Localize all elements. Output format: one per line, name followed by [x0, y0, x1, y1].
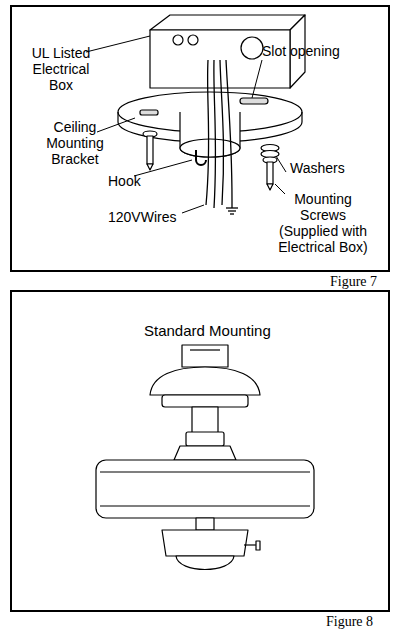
figure-caption: Figure 8 [326, 614, 373, 630]
figure-panel: Standard Mounting [10, 290, 390, 612]
part-label: 120VWires [108, 209, 176, 225]
pull-chain-fob [256, 541, 260, 550]
switch-housing [162, 530, 248, 556]
wires [206, 60, 232, 208]
part-label: Washers [290, 160, 345, 176]
coupling [186, 432, 224, 446]
canopy [150, 367, 260, 395]
leader-lines [86, 36, 286, 213]
mounting-screw [261, 145, 279, 191]
light-dome [176, 556, 234, 570]
knockout [241, 37, 263, 59]
part-label: Hook [108, 173, 141, 189]
figure-panel: UL Listed Electrical Box Slot openingCeil… [10, 5, 390, 272]
knockout [188, 35, 198, 45]
figure-caption: Figure 7 [330, 274, 377, 290]
part-label: Ceiling Mounting Bracket [40, 119, 110, 167]
mounting-screw [143, 131, 157, 170]
knockout [173, 35, 183, 45]
pull-chain [244, 544, 256, 545]
ground-symbol [226, 200, 238, 214]
part-label: UL Listed Electrical Box [24, 45, 98, 93]
slot [140, 110, 158, 115]
motor-housing [96, 460, 314, 518]
part-label: Mounting Screws (Supplied with Electrica… [272, 191, 374, 255]
hook [196, 150, 206, 165]
switch-stem [196, 518, 214, 530]
mounting-title: Standard Mounting [144, 322, 271, 340]
box-front [150, 30, 290, 88]
part-label: Slot opening [262, 43, 340, 59]
mounting-bracket [182, 345, 228, 367]
canopy-ring [162, 395, 248, 407]
slot [240, 98, 268, 104]
box-top [150, 15, 305, 30]
motor-cap [174, 446, 236, 460]
